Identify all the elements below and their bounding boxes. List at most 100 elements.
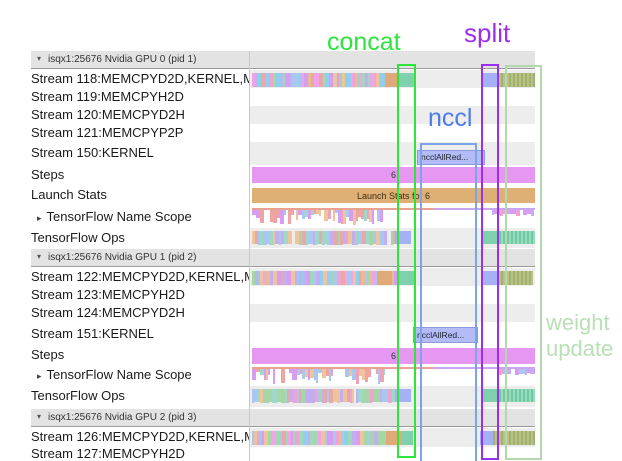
row-label-s150[interactable]: Stream 150:KERNEL: [31, 145, 154, 160]
row-label-s118[interactable]: Stream 118:MEMCPYD2D,KERNEL,ME: [31, 71, 249, 86]
trace-slice: [277, 210, 280, 219]
trace-slice: [342, 73, 345, 87]
trace-slice-teal[interactable]: [397, 73, 414, 87]
trace-slice-periwinkle[interactable]: [482, 271, 497, 285]
trace-slice: [310, 369, 314, 378]
trace-slice: [258, 271, 260, 285]
trace-slice: [281, 369, 285, 384]
trace-slice: [376, 369, 378, 375]
trace-slice: [338, 231, 340, 245]
trace-slice: [365, 73, 368, 87]
expand-triangle-icon[interactable]: ▸: [37, 213, 42, 223]
row-label-s123[interactable]: Stream 123:MEMCPYH2D: [31, 287, 185, 302]
trace-slice: [384, 369, 385, 376]
trace-slice: [367, 210, 369, 219]
row-label-ns0[interactable]: ▸TensorFlow Name Scope: [37, 209, 192, 224]
row-label-s124[interactable]: Stream 124:MEMCPYD2H: [31, 305, 185, 320]
trace-slice: [311, 73, 314, 87]
trace-slice: [376, 73, 379, 87]
collapse-triangle-icon[interactable]: ▾: [37, 252, 42, 261]
row-label-s121[interactable]: Stream 121:MEMCPYP2P: [31, 125, 184, 140]
gpu-section-header[interactable]: ▾isqx1:25676 Nvidia GPU 0 (pid 1): [31, 51, 535, 69]
trace-slice: [391, 271, 394, 285]
trace-slice-periwinkle[interactable]: [395, 389, 411, 402]
trace-slice: [317, 73, 319, 87]
trace-slice: [302, 231, 306, 245]
row-label-steps0[interactable]: Steps: [31, 167, 65, 182]
nccl-allreduce-event[interactable]: ncclAllRed...: [413, 327, 478, 343]
trace-slice-periwinkle[interactable]: [481, 73, 497, 87]
gpu-section-header[interactable]: ▾isqx1:25676 Nvidia GPU 1 (pid 2): [31, 249, 535, 267]
row-label-s119[interactable]: Stream 119:MEMCPYH2D: [31, 89, 184, 104]
trace-slice: [503, 210, 505, 215]
trace-slice: [527, 210, 531, 215]
nccl-allreduce-event[interactable]: ncclAllRed...: [417, 150, 485, 165]
steps-bar[interactable]: [252, 167, 535, 183]
expand-triangle-icon[interactable]: ▸: [37, 371, 42, 381]
trace-slice: [310, 271, 312, 285]
row-label-s122[interactable]: Stream 122:MEMCPYD2D,KERNEL,MI: [31, 269, 249, 284]
trace-slice: [352, 389, 354, 403]
row-label-launch0[interactable]: Launch Stats: [31, 187, 107, 202]
trace-slice: [281, 231, 284, 245]
trace-slice: [334, 231, 338, 245]
launch-stats-bar[interactable]: [252, 188, 535, 203]
trace-slice: [335, 210, 338, 214]
trace-slice: [283, 271, 287, 285]
row-label-s151[interactable]: Stream 151:KERNEL: [31, 326, 154, 341]
trace-slice: [327, 431, 329, 445]
trace-slice: [322, 231, 325, 245]
trace-slice-block[interactable]: [377, 271, 392, 285]
trace-slice-teal[interactable]: [399, 271, 414, 285]
trace-slice: [492, 210, 494, 215]
weight-update-line2: update: [546, 336, 614, 361]
trace-slice: [295, 231, 299, 245]
trace-slice: [269, 73, 273, 87]
trace-slice: [364, 431, 367, 445]
trace-slice: [281, 73, 283, 87]
trace-slice: [534, 369, 535, 374]
row-label-ops0[interactable]: TensorFlow Ops: [31, 230, 125, 245]
trace-slice: [284, 231, 288, 245]
trace-slice: [263, 231, 267, 245]
trace-slice: [494, 210, 498, 215]
trace-slice-teal[interactable]: [402, 431, 413, 445]
trace-slice: [260, 389, 263, 403]
row-label-s127[interactable]: Stream 127:MEMCPYH2D: [31, 447, 185, 461]
trace-slice: [297, 389, 299, 403]
trace-slice-olive[interactable]: [493, 431, 535, 445]
trace-slice: [498, 369, 502, 375]
trace-slice: [514, 210, 516, 215]
trace-slice: [295, 73, 299, 87]
row-label-s126[interactable]: Stream 126:MEMCPYD2D,KERNEL,MI: [31, 429, 249, 444]
row-label-ops1[interactable]: TensorFlow Ops: [31, 388, 125, 403]
trace-slice: [269, 389, 272, 403]
trace-slice-teal[interactable]: [483, 231, 499, 244]
trace-slice: [358, 231, 362, 245]
row-label-ns1[interactable]: ▸TensorFlow Name Scope: [37, 367, 192, 382]
trace-slice-teal[interactable]: [483, 389, 499, 402]
gpu-section-header[interactable]: ▾isqx1:25676 Nvidia GPU 2 (pid 3): [31, 409, 535, 427]
trace-slice-periwinkle[interactable]: [480, 431, 493, 445]
trace-slice: [388, 389, 392, 403]
trace-slice-block[interactable]: [385, 73, 397, 87]
collapse-triangle-icon[interactable]: ▾: [37, 54, 42, 63]
trace-slice-teal-striped[interactable]: [499, 231, 535, 244]
steps-bar[interactable]: [252, 348, 535, 364]
trace-slice-teal-striped[interactable]: [499, 389, 535, 402]
trace-slice: [317, 231, 319, 245]
trace-slice: [297, 271, 299, 285]
row-label-s120[interactable]: Stream 120:MEMCPYD2H: [31, 107, 185, 122]
trace-slice: [323, 271, 327, 285]
trace-slice: [374, 431, 378, 445]
trace-slice: [307, 271, 310, 285]
trace-slice-periwinkle[interactable]: [395, 231, 411, 244]
trace-slice: [258, 231, 260, 245]
trace-slice: [260, 231, 263, 245]
trace-slice: [530, 369, 534, 374]
collapse-triangle-icon[interactable]: ▾: [37, 412, 42, 421]
row-label-steps1[interactable]: Steps: [31, 347, 65, 362]
trace-slice: [252, 431, 254, 445]
trace-slice: [299, 271, 301, 285]
trace-slice: [316, 369, 318, 384]
